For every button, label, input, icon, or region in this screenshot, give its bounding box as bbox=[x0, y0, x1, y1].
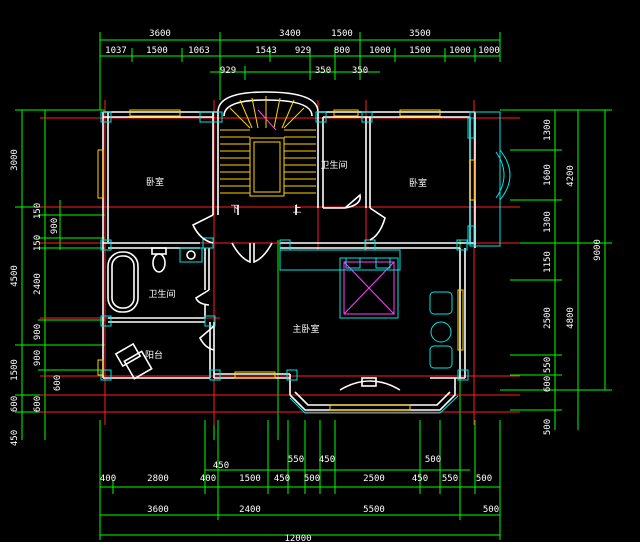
dim-left-inner-b: 900 bbox=[50, 218, 60, 234]
dim-left-outer-a: 3000 bbox=[10, 149, 20, 171]
dim-right-inner-d: 1150 bbox=[543, 251, 553, 273]
dim-bot-1-g: 2500 bbox=[363, 474, 385, 484]
room-label-bathroom-top: 卫生间 bbox=[320, 159, 347, 171]
fixtures bbox=[107, 247, 453, 387]
dim-top-2-g: 1000 bbox=[369, 46, 391, 56]
dim-bot-1-i: 550 bbox=[442, 474, 458, 484]
dim-bot-2-a: 3600 bbox=[147, 505, 169, 515]
dim-bot-2-b: 2400 bbox=[239, 505, 261, 515]
dim-left-outer-e: 450 bbox=[10, 430, 20, 446]
dim-left-inner-f: 900 bbox=[33, 350, 43, 366]
staircase bbox=[220, 96, 316, 215]
room-label-master-bedroom: 主卧室 bbox=[292, 323, 319, 335]
dim-bot-1-e: 450 bbox=[274, 474, 290, 484]
dim-top-2-h: 1500 bbox=[409, 46, 431, 56]
room-label-bedroom-right: 卧室 bbox=[409, 177, 427, 189]
dim-left-inner-d: 2400 bbox=[33, 273, 43, 295]
dim-bot-1-f: 500 bbox=[304, 474, 320, 484]
stair-label-up: 上 bbox=[292, 204, 301, 215]
dim-right-inner-b: 1600 bbox=[543, 164, 553, 186]
dim-top-1-b: 3400 bbox=[279, 29, 301, 39]
dim-top-2-i: 1000 bbox=[449, 46, 471, 56]
room-label-bedroom-left: 卧室 bbox=[146, 176, 164, 188]
dim-bot-2-d: 500 bbox=[483, 505, 499, 515]
dim-bot-1-h: 450 bbox=[412, 474, 428, 484]
dim-top-2-e: 929 bbox=[295, 46, 311, 56]
dim-left-outer-b: 4500 bbox=[10, 265, 20, 287]
dim-bot-0-c: 450 bbox=[319, 455, 335, 465]
dim-bot-1-a: 400 bbox=[100, 474, 116, 484]
windows bbox=[97, 109, 476, 411]
dim-top-2-j: 1000 bbox=[478, 46, 500, 56]
dim-top-3-b: 350 bbox=[315, 66, 331, 76]
dim-right-mid-a: 4200 bbox=[566, 165, 576, 187]
dim-top-3-c: 350 bbox=[352, 66, 368, 76]
dim-right-inner-a: 1300 bbox=[543, 119, 553, 141]
dim-right-inner-h: 500 bbox=[543, 419, 553, 435]
dim-bot-1-d: 1500 bbox=[239, 474, 261, 484]
dim-bot-1-j: 500 bbox=[476, 474, 492, 484]
dim-left-inner-a: 150 bbox=[33, 203, 43, 219]
walls bbox=[102, 91, 476, 411]
dim-bot-0-b: 550 bbox=[288, 455, 304, 465]
dim-top-1-d: 3500 bbox=[409, 29, 431, 39]
doors bbox=[191, 193, 401, 391]
room-label-balcony: 阳台 bbox=[145, 349, 163, 361]
dim-right-inner-e: 2500 bbox=[543, 307, 553, 329]
dim-right-inner-g: 600 bbox=[543, 376, 553, 392]
dim-right-total: 9000 bbox=[593, 239, 603, 261]
dim-left-inner-c: 150 bbox=[33, 235, 43, 251]
stair-label-down: 下 bbox=[230, 205, 239, 215]
dim-right-mid-b: 4800 bbox=[566, 307, 576, 329]
dim-top-2-d: 1543 bbox=[255, 46, 277, 56]
dim-bot-total: 12000 bbox=[284, 534, 311, 542]
dim-left-inner-e: 900 bbox=[33, 324, 43, 340]
room-label-bathroom-left: 卫生间 bbox=[148, 288, 175, 300]
dim-left-outer-d: 600 bbox=[10, 396, 20, 412]
dim-top-1-c: 1500 bbox=[331, 29, 353, 39]
dim-bot-1-b: 2800 bbox=[147, 474, 169, 484]
dim-bot-2-c: 5500 bbox=[363, 505, 385, 515]
dim-bot-1-c: 400 bbox=[200, 474, 216, 484]
dim-top-2-f: 800 bbox=[334, 46, 350, 56]
dim-right-inner-f: 550 bbox=[543, 357, 553, 373]
dim-top-2-a: 1037 bbox=[105, 46, 127, 56]
dim-right-inner-c: 1300 bbox=[543, 211, 553, 233]
dim-left-inner-h: 600 bbox=[33, 396, 43, 412]
dim-left-inner-g: 600 bbox=[53, 375, 63, 391]
dim-top-3-a: 929 bbox=[220, 66, 236, 76]
dim-top-1-a: 3600 bbox=[149, 29, 171, 39]
dim-top-2-b: 1500 bbox=[146, 46, 168, 56]
dim-bot-0-d: 500 bbox=[425, 455, 441, 465]
dim-bot-0-a: 450 bbox=[213, 461, 229, 471]
dim-top-2-c: 1063 bbox=[188, 46, 210, 56]
dim-left-outer-c: 1500 bbox=[10, 359, 20, 381]
